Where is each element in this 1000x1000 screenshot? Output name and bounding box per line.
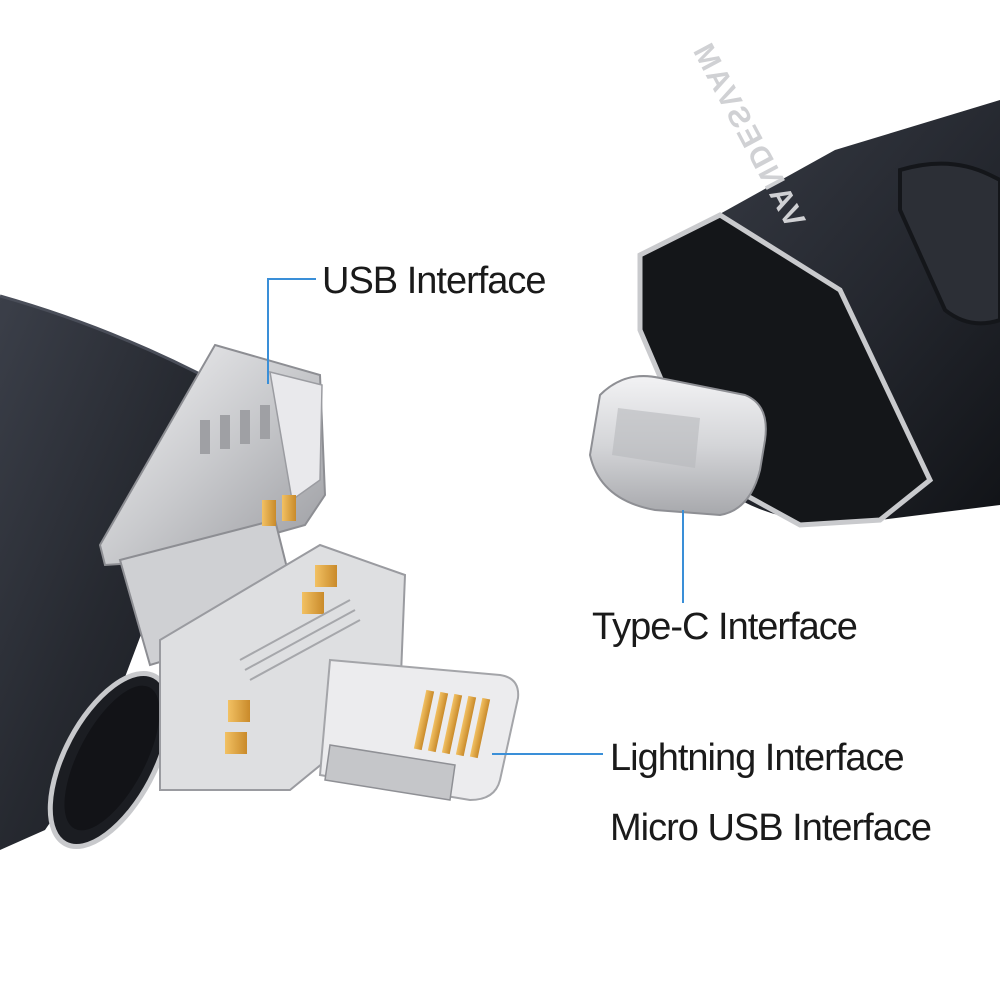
usb-interface-label: USB Interface (322, 260, 547, 302)
type-c-connector (588, 375, 767, 517)
usb-callout-line (267, 278, 316, 384)
lightning-tongue (318, 658, 520, 802)
micro-usb-interface-label: Micro USB Interface (610, 807, 932, 849)
lightning-interface-label: Lightning Interface (610, 737, 905, 779)
callout-lines (267, 278, 684, 755)
type-c-interface-label: Type-C Interface (592, 606, 858, 648)
